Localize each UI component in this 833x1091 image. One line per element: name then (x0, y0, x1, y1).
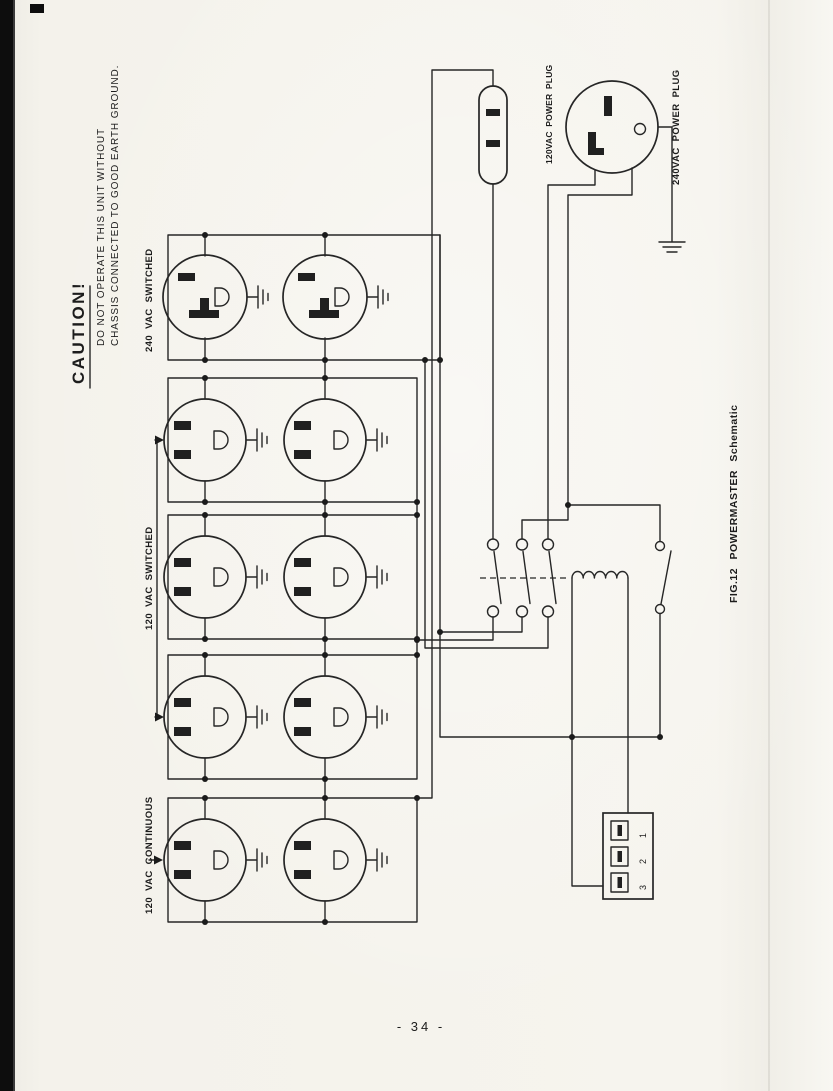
terminal-number: 3 (638, 885, 648, 890)
plug240-lead-a (547, 169, 596, 540)
row-chain-links (324, 359, 418, 799)
wire-box-240-row (167, 234, 441, 361)
caution-line1: DO NOT OPERATE THIS UNIT WITHOUT (96, 128, 107, 346)
coil-control-wires (571, 577, 629, 887)
duplex-outlet-240 (282, 254, 389, 340)
arrow-head-icon (155, 435, 164, 445)
duplex-outlet-120 (283, 818, 388, 902)
label-240vac-switched: 240 VAC SWITCHED (144, 248, 155, 352)
outlet-bank (162, 254, 389, 902)
plug-240vac-symbol (565, 80, 686, 253)
section-labels: 240 VAC SWITCHED 120 VAC SWITCHED 120 VA… (144, 64, 740, 914)
terminal-number: 1 (638, 833, 648, 838)
terminal-number: 2 (638, 859, 648, 864)
bus-240-and-control (439, 234, 661, 738)
caution-title: CAUTION! (69, 281, 88, 384)
switch-wires (567, 504, 661, 738)
arrow-head-icon (155, 712, 164, 722)
caution-line2: CHASSIS CONNECTED TO GOOD EARTH GROUND. (110, 65, 121, 346)
label-240vac-power-plug: 240VAC POWER PLUG (671, 69, 682, 185)
wire-box-row2 (167, 377, 418, 503)
wire-box-row4 (167, 654, 418, 780)
page-number: - 34 - (397, 1019, 445, 1034)
label-120vac-power-plug: 120VAC POWER PLUG (544, 64, 554, 164)
plug240-lead-b (521, 167, 633, 540)
arrow-head-icon (154, 855, 163, 865)
caution-block: CAUTION! DO NOT OPERATE THIS UNIT WITHOU… (69, 65, 121, 389)
left-scan-edge-shadow (13, 0, 15, 1091)
terminal-strip: 1 2 3 (602, 812, 654, 900)
contactor (480, 538, 629, 618)
wire-box-row3 (167, 514, 418, 640)
relay-coil-icon (571, 570, 629, 579)
toggle-switch-symbol (654, 540, 672, 615)
duplex-outlet-120 (163, 818, 268, 902)
wiring (167, 69, 661, 923)
label-arrows (148, 435, 164, 865)
duplex-outlet-120 (283, 535, 388, 619)
duplex-outlet-120 (163, 535, 268, 619)
duplex-outlet-240 (162, 254, 269, 340)
plug-120vac-symbol (478, 85, 508, 185)
duplex-outlet-120 (283, 675, 388, 759)
corner-scan-mark (30, 4, 44, 13)
plug-feed-bus (416, 69, 494, 799)
wire-box-row5 (167, 797, 418, 923)
duplex-outlet-120 (163, 675, 268, 759)
label-120vac-switched: 120 VAC SWITCHED (144, 526, 155, 630)
duplex-outlet-120 (163, 398, 268, 482)
duplex-outlet-120 (283, 398, 388, 482)
left-scan-edge (0, 0, 13, 1091)
junction-dots (202, 232, 663, 925)
figure-caption: FIG.12 POWERMASTER Schematic (728, 405, 740, 603)
earth-ground-icon (657, 126, 686, 253)
outlet-stub-wires (204, 234, 326, 923)
label-120vac-continuous: 120 VAC CONTINUOUS (144, 796, 155, 914)
scan-edge-artifacts (0, 0, 44, 1091)
pole-load-wires (416, 359, 549, 649)
